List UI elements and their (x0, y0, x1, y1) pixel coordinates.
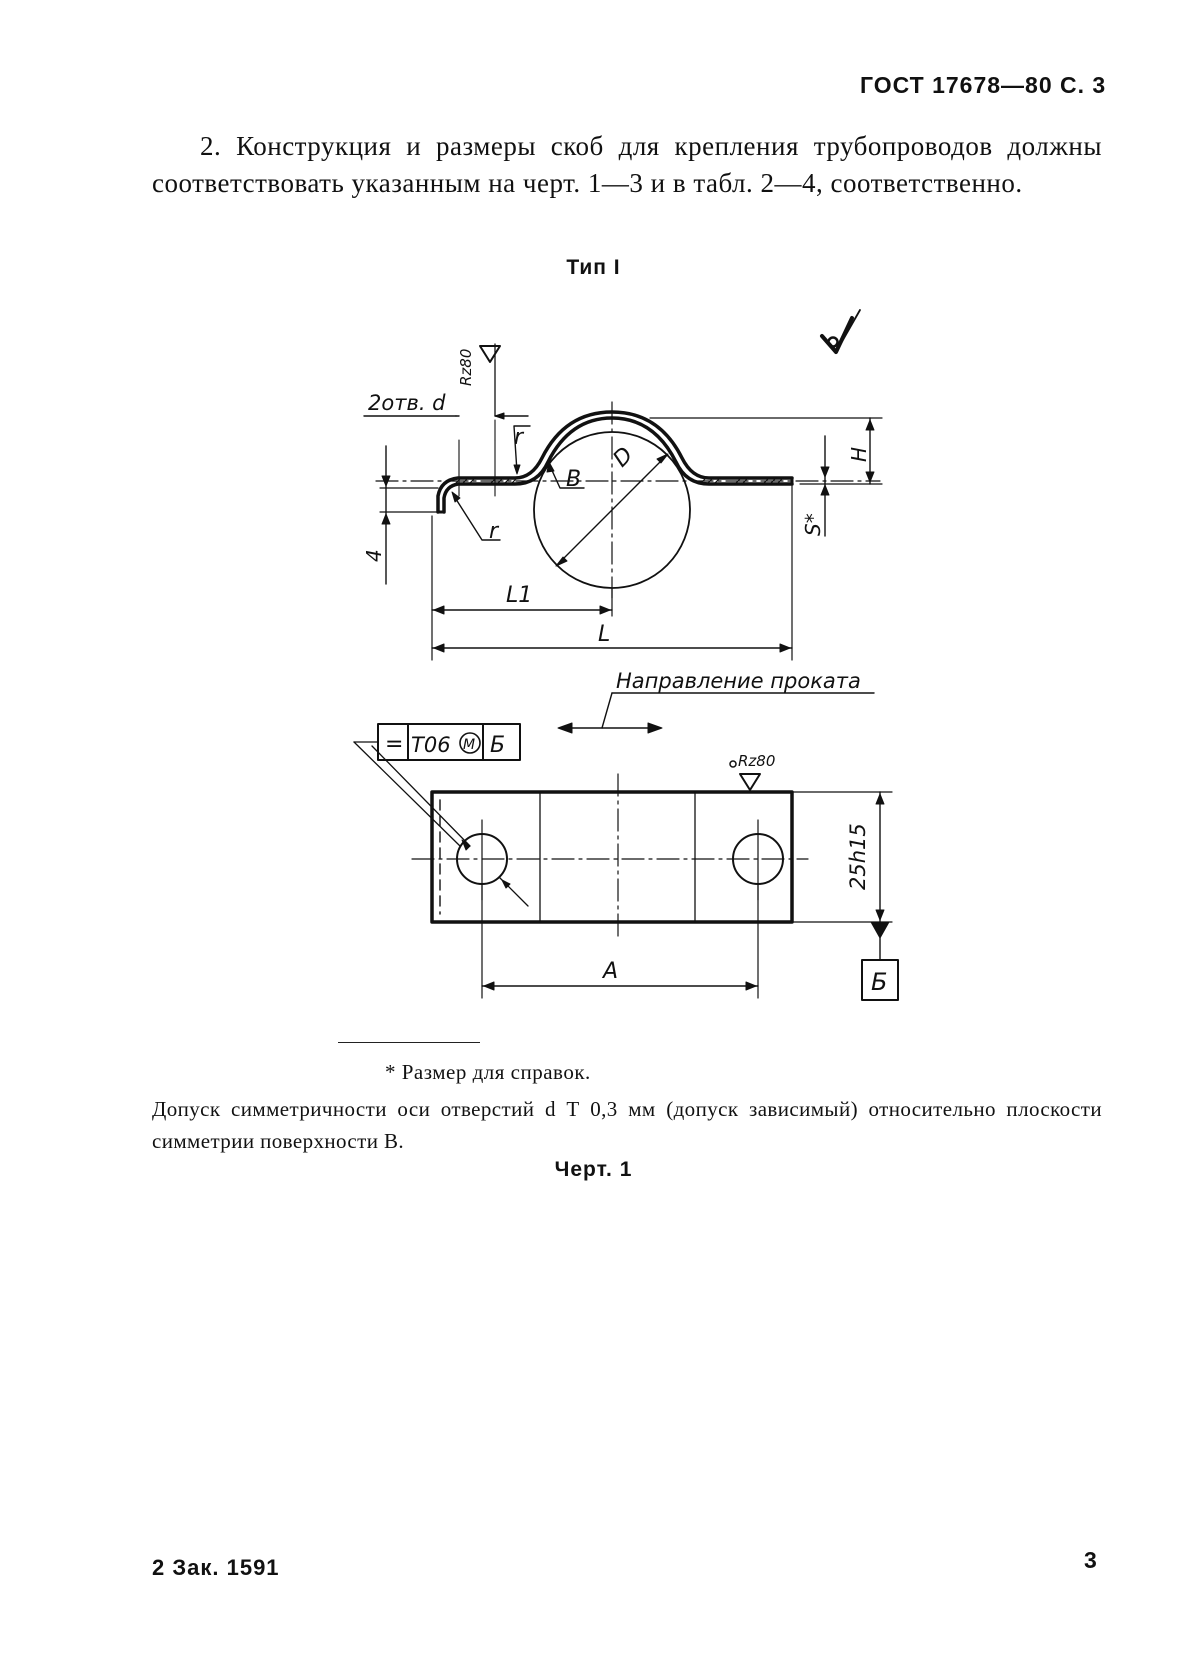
page-header: ГОСТ 17678—80 С. 3 (860, 72, 1107, 98)
tolerance-datum: Б (490, 733, 505, 758)
rz80-top-label: Rz80 (457, 349, 475, 386)
max-material-icon (459, 732, 481, 754)
section-text: 2. Конструкция и размеры скоб для крепле… (152, 131, 1102, 198)
datum-box-label: Б (871, 968, 887, 996)
radius-lower-label: r (489, 519, 500, 544)
holes-label: 2отв. d (368, 391, 446, 415)
length-a-label: A (601, 959, 618, 984)
roughness-check-icon (820, 316, 854, 354)
tolerance-note: Допуск симметричности оси отверстий d Т … (152, 1097, 1102, 1153)
length-l1-label: L1 (506, 583, 532, 608)
order-number: 2 Зак. 1591 (152, 1555, 280, 1580)
diameter-label: D (609, 443, 639, 473)
footnote: * Размер для справок. (385, 1060, 591, 1084)
bend-height-label: 4 (362, 549, 386, 562)
rolling-direction-marker (557, 692, 875, 734)
tolerance-symbol: = (385, 732, 403, 757)
clamp-side-view (363, 343, 883, 661)
height-label: H (847, 447, 871, 462)
section-paragraph: 2. Конструкция и размеры скоб для крепле… (152, 128, 1102, 202)
rz80-bottom-label: Rz80 (738, 752, 775, 770)
length-l-label: L (598, 622, 610, 647)
radius-upper-label: r (514, 425, 525, 450)
tolerance-value: Т06 (411, 733, 451, 757)
rolling-direction-label: Направление проката (616, 669, 861, 693)
page-number: 3 (1084, 1547, 1097, 1573)
width-label: 25h15 (846, 823, 870, 890)
footnote-rule (338, 1042, 480, 1043)
figure-type-title: Тип I (566, 256, 621, 279)
figure-caption: Черт. 1 (554, 1158, 633, 1181)
surface-b-label: В (566, 467, 581, 492)
tolerance-modifier: M (463, 737, 475, 753)
thickness-label: S* (801, 513, 825, 536)
clamp-plan-view (353, 723, 899, 1001)
clamp-drawing: Rz80 2отв. d r r В D H S* 4 L1 L Направл… (353, 309, 899, 1001)
